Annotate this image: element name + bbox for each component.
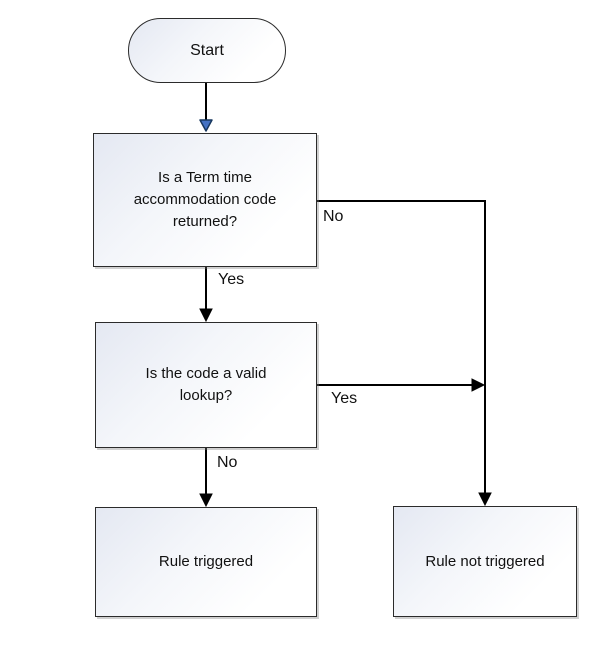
node-valid-lookup-question: Is the code a valid lookup?	[95, 322, 317, 448]
arrowhead-q2-to-rule-not-triggered	[471, 378, 486, 392]
node-rule-triggered: Rule triggered	[95, 507, 317, 617]
node-rule-not-triggered: Rule not triggered	[393, 506, 577, 617]
arrowhead-start-to-q1	[199, 119, 213, 132]
node-valid-lookup-question-label: Is the code a valid lookup?	[145, 365, 267, 404]
edge-label-yes-q1: Yes	[218, 271, 245, 288]
arrowhead-q1-to-q2	[199, 308, 213, 323]
node-term-time-question: Is a Term time accommodation code return…	[93, 133, 317, 267]
node-start-label: Start	[190, 41, 224, 59]
arrowhead-q2-to-rule-triggered	[199, 493, 213, 508]
edge-label-no-q1: No	[323, 208, 344, 225]
node-rule-not-triggered-label: Rule not triggered	[425, 552, 545, 570]
node-start: Start	[128, 18, 286, 83]
node-rule-triggered-label: Rule triggered	[158, 553, 254, 571]
arrowhead-q1-to-rule-not-triggered	[478, 492, 492, 507]
edge-q1-to-rule-not-triggered	[317, 200, 486, 496]
edge-label-yes-q2: Yes	[331, 390, 358, 407]
edge-label-no-q2: No	[217, 454, 238, 471]
node-term-time-question-label: Is a Term time accommodation code return…	[133, 169, 277, 230]
